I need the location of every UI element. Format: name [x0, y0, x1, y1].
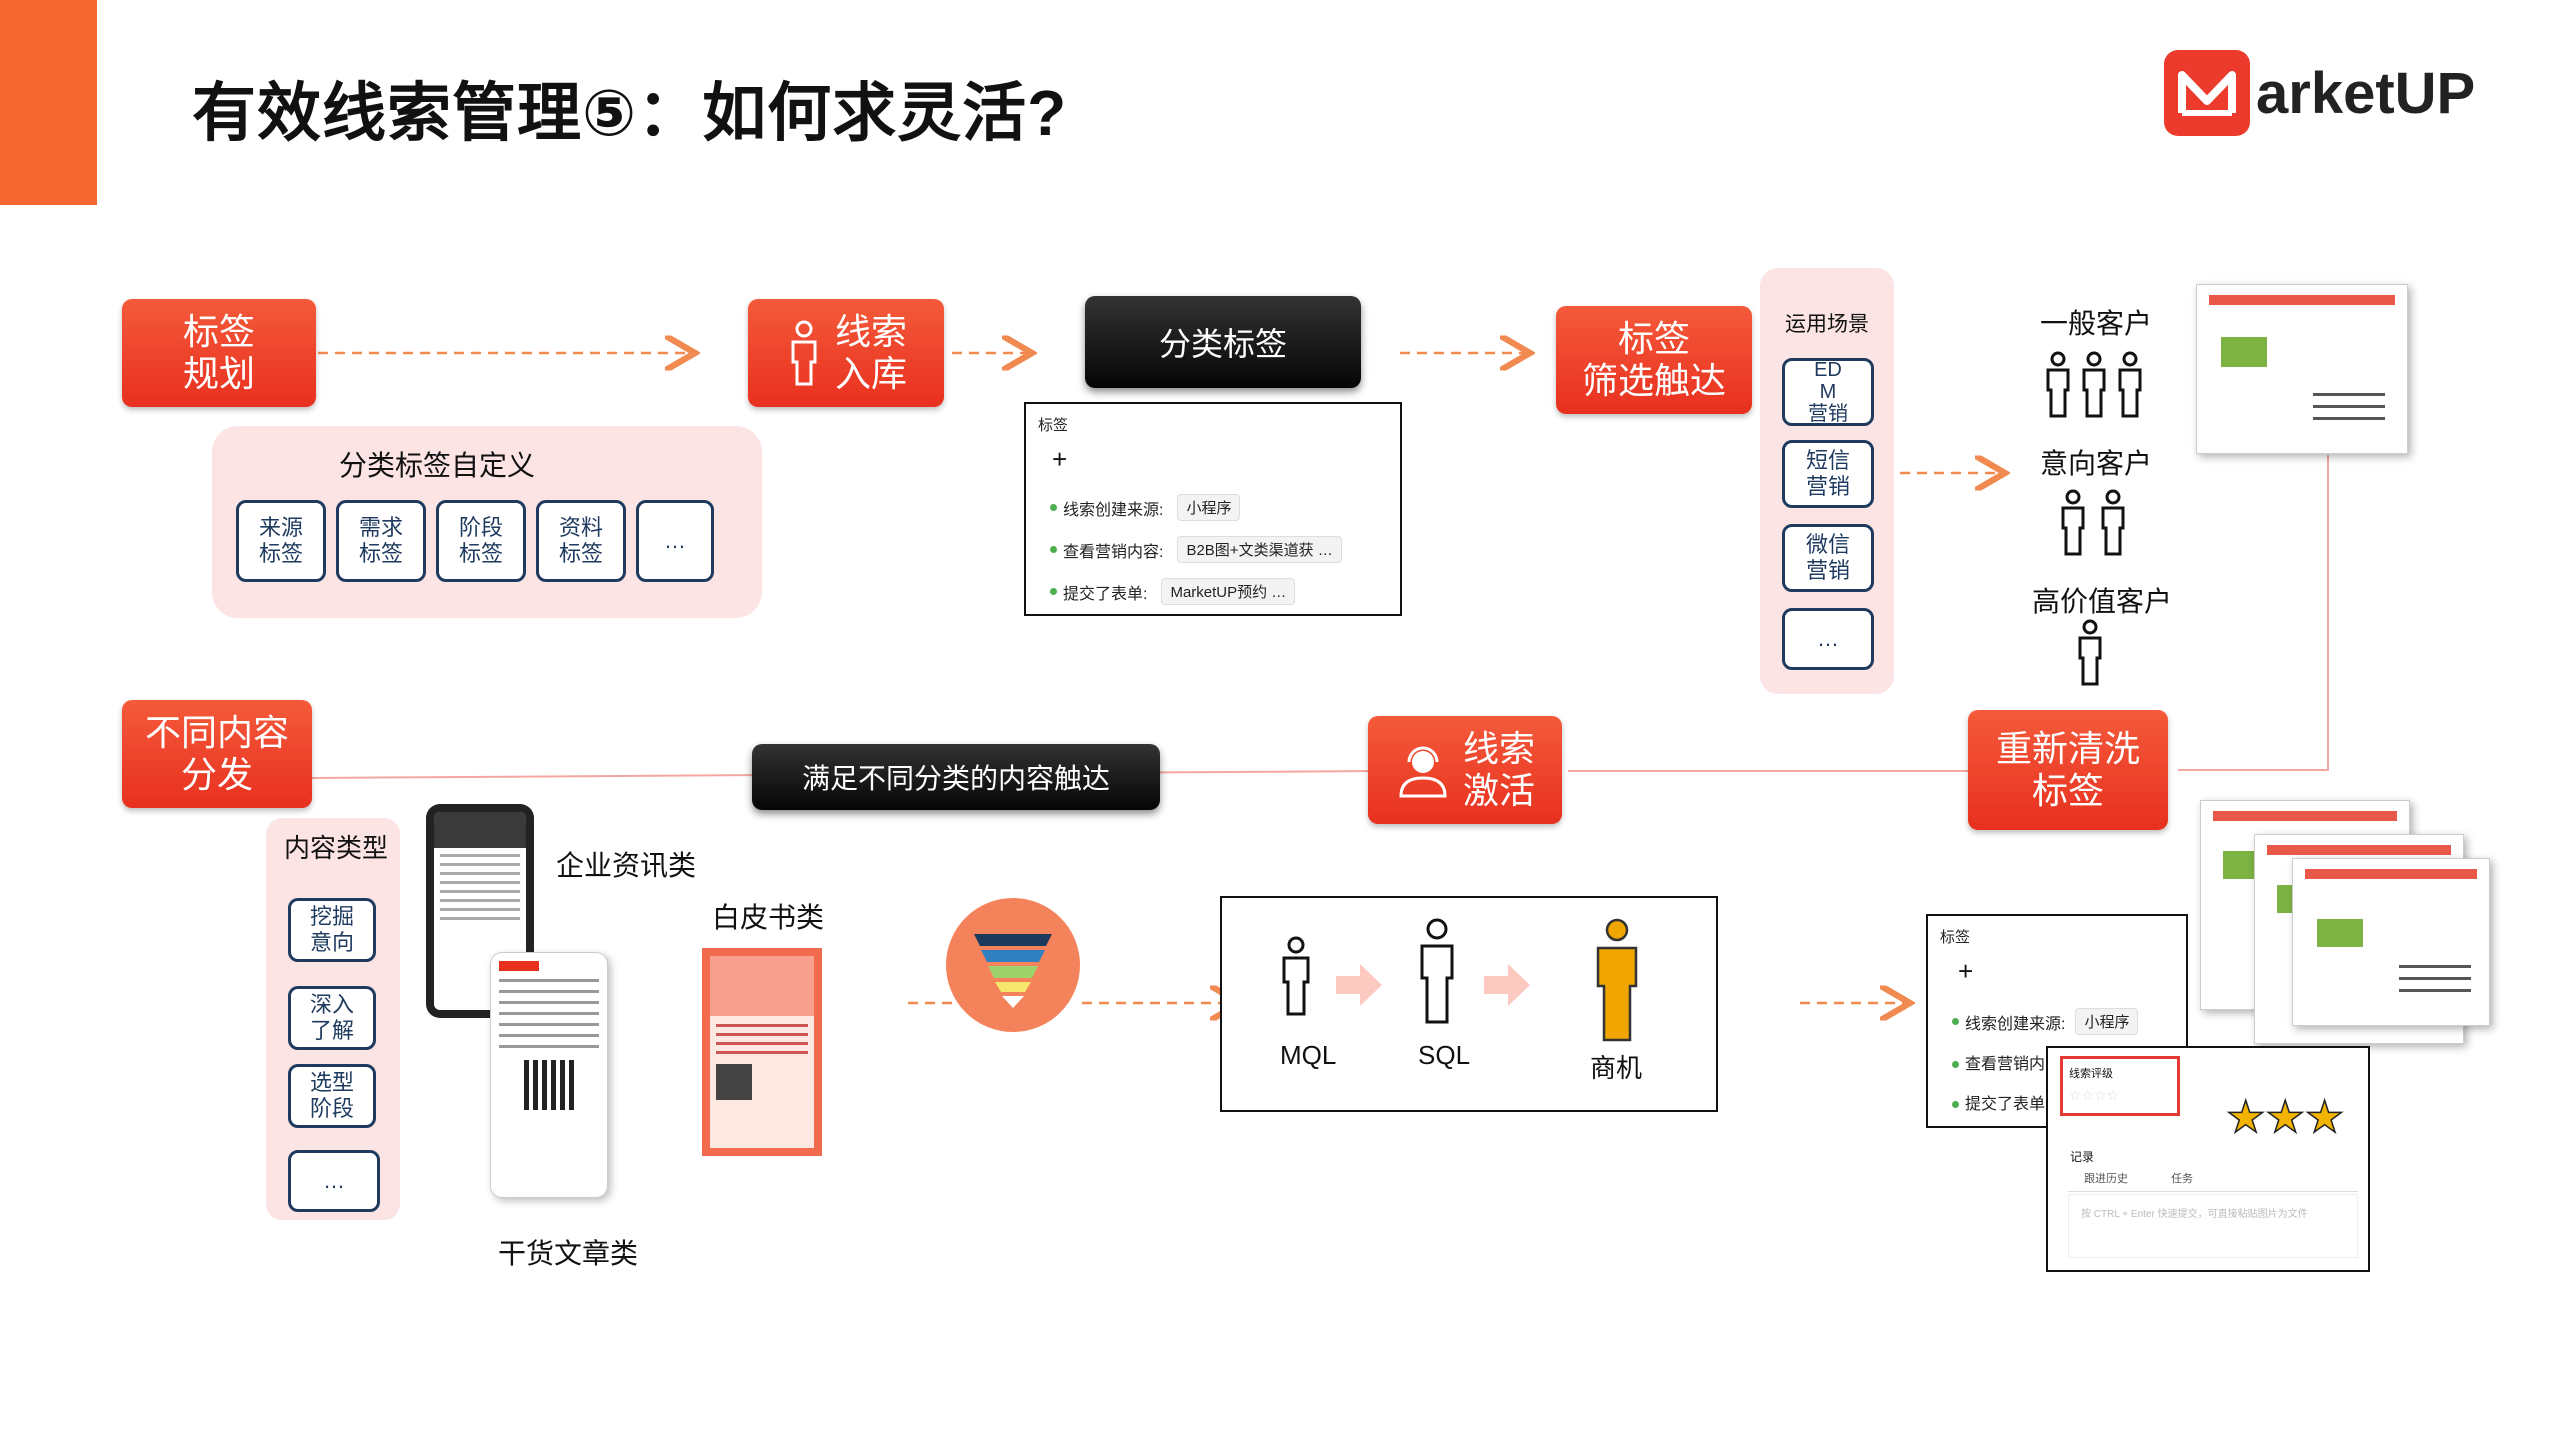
- empty-stars-icon: ☆☆☆☆: [2069, 1087, 2120, 1103]
- content-type-selection[interactable]: 选型 阶段: [288, 1064, 376, 1128]
- tag-card-header: 标签: [1038, 417, 1069, 434]
- tag-source[interactable]: 来源 标签: [236, 500, 326, 582]
- webpage-preview: [2196, 284, 2408, 454]
- record-tabs: 跟进历史 任务: [2068, 1170, 2358, 1192]
- step-tag-filter: 标签 筛选触达: [1556, 306, 1752, 414]
- funnel-stages-box: MQL SQL 商机: [1220, 896, 1718, 1112]
- marketup-logo: arketUP: [2164, 50, 2475, 136]
- custom-tags-title: 分类标签自定义: [338, 450, 535, 481]
- person-icon: [1420, 918, 1454, 1024]
- tag-card: 标签 + 线索创建来源:小程序 查看营销内容:B2B图+文类渠道获 … 提交了表…: [1024, 402, 1402, 616]
- customer-high-value-label: 高价值客户: [2032, 586, 2173, 617]
- step-tag-planning: 标签 规划: [122, 299, 316, 407]
- step-diff-content: 不同内容 分发: [122, 700, 312, 808]
- tag-material[interactable]: 资料 标签: [536, 500, 626, 582]
- person-gold-icon: [1596, 918, 1638, 1042]
- tab-history[interactable]: 跟进历史: [2084, 1173, 2128, 1185]
- scenario-wechat[interactable]: 微信 营销: [1782, 524, 1874, 592]
- tag-row: 提交了表单:MarketUP预约 …: [1050, 578, 1296, 605]
- content-types-title: 内容类型: [283, 833, 388, 863]
- person-icon: [2078, 619, 2102, 686]
- people-pair-icon: [2061, 489, 2125, 556]
- category-tags-button[interactable]: 分类标签: [1085, 296, 1361, 388]
- content-type-mine-intent[interactable]: 挖掘 意向: [288, 898, 376, 962]
- rating-box[interactable]: 线索评级 ☆☆☆☆: [2060, 1056, 2180, 1116]
- content-touch-button[interactable]: 满足不同分类的内容触达: [752, 744, 1160, 810]
- page-title: 有效线索管理⑤：如何求灵活?: [192, 77, 1068, 149]
- content-article-label: 干货文章类: [498, 1238, 639, 1269]
- tab-task[interactable]: 任务: [2171, 1173, 2194, 1185]
- scenario-edm[interactable]: ED M 营销: [1782, 358, 1874, 426]
- content-type-more[interactable]: …: [288, 1150, 380, 1212]
- tag-row: 查看营销内容:B2B图+文类渠道获 …: [1050, 536, 1342, 563]
- content-news-label: 企业资讯类: [556, 850, 697, 881]
- tag-card-header: 标签: [1940, 929, 1971, 946]
- stage-opportunity-label: 商机: [1590, 1053, 1643, 1083]
- record-label: 记录: [2070, 1150, 2095, 1164]
- whitepaper-cover: [702, 948, 822, 1156]
- phone-mockup-news: [426, 804, 534, 1018]
- tag-demand[interactable]: 需求 标签: [336, 500, 426, 582]
- scenarios-title: 运用场景: [1785, 313, 1869, 336]
- stage-mql-label: MQL: [1280, 1040, 1337, 1070]
- scenario-more[interactable]: …: [1782, 608, 1874, 670]
- add-tag-button[interactable]: +: [1958, 956, 1974, 986]
- step-lead-activate: 线索 激活: [1368, 716, 1562, 824]
- person-icon: [1282, 936, 1310, 1016]
- logo-text: arketUP: [2256, 60, 2476, 126]
- record-input[interactable]: 按 CTRL + Enter 快速提交，可直接粘贴图片为文件: [2068, 1194, 2358, 1258]
- arrow-right-icon: [1484, 964, 1530, 1006]
- arrow-right-icon: [1336, 964, 1382, 1006]
- tag-more[interactable]: …: [636, 500, 714, 582]
- content-whitepaper-label: 白皮书类: [712, 902, 825, 933]
- people-group-icon: [2046, 351, 2142, 418]
- scenario-sms[interactable]: 短信 营销: [1782, 440, 1874, 508]
- funnel-icon: [946, 898, 1080, 1032]
- tag-row: 查看营销内: [1952, 1050, 2045, 1074]
- stage-sql-label: SQL: [1418, 1040, 1471, 1070]
- tag-row: 线索创建来源:小程序: [1050, 494, 1241, 521]
- lead-rating-card: 线索评级 ☆☆☆☆ ★★★ 记录 跟进历史 任务 按 CTRL + Enter …: [2046, 1046, 2370, 1272]
- add-tag-button[interactable]: +: [1052, 444, 1068, 474]
- corner-accent: [0, 0, 97, 205]
- customer-general-label: 一般客户: [2040, 308, 2153, 339]
- customer-intent-label: 意向客户: [2040, 448, 2153, 479]
- content-type-deep-dive[interactable]: 深入 了解: [288, 986, 376, 1050]
- logo-mark-icon: [2164, 50, 2250, 136]
- rating-stars-icon: ★★★: [2225, 1092, 2345, 1143]
- qr-code-icon: [524, 1060, 574, 1110]
- step-lead-import: 线索 入库: [748, 299, 944, 407]
- person-icon: [791, 320, 817, 386]
- phone-mockup-article: [490, 952, 608, 1198]
- support-agent-icon: [1399, 746, 1447, 798]
- tag-row: 提交了表单: [1952, 1090, 2045, 1114]
- webpage-preview: [2292, 858, 2490, 1026]
- step-retag: 重新清洗 标签: [1968, 710, 2168, 830]
- tag-row: 线索创建来源:小程序: [1952, 1008, 2139, 1035]
- rating-label: 线索评级: [2069, 1068, 2113, 1080]
- tag-stage[interactable]: 阶段 标签: [436, 500, 526, 582]
